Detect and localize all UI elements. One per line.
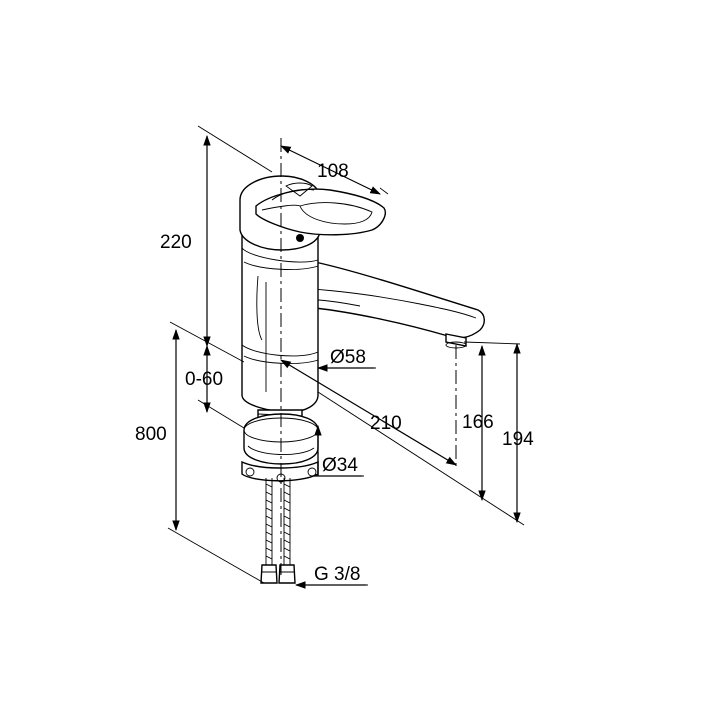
dimension-lines	[172, 134, 521, 589]
flex-hoses	[260, 478, 296, 584]
dim-210-label: 210	[370, 413, 402, 434]
dim-194-label: 194	[502, 429, 534, 450]
dim-diameter-34-label: Ø34	[322, 455, 358, 476]
dim-108-label: 108	[317, 161, 349, 182]
dim-diameter-58-label: Ø58	[330, 347, 366, 368]
faucet-body	[239, 175, 485, 584]
dim-800-label: 800	[135, 424, 167, 445]
dim-166-label: 166	[462, 412, 494, 433]
dim-220-label: 220	[160, 232, 192, 253]
dim-0-60-label: 0-60	[185, 369, 223, 390]
dim-g38-label: G 3/8	[314, 564, 360, 585]
mounting-nut	[241, 460, 319, 482]
